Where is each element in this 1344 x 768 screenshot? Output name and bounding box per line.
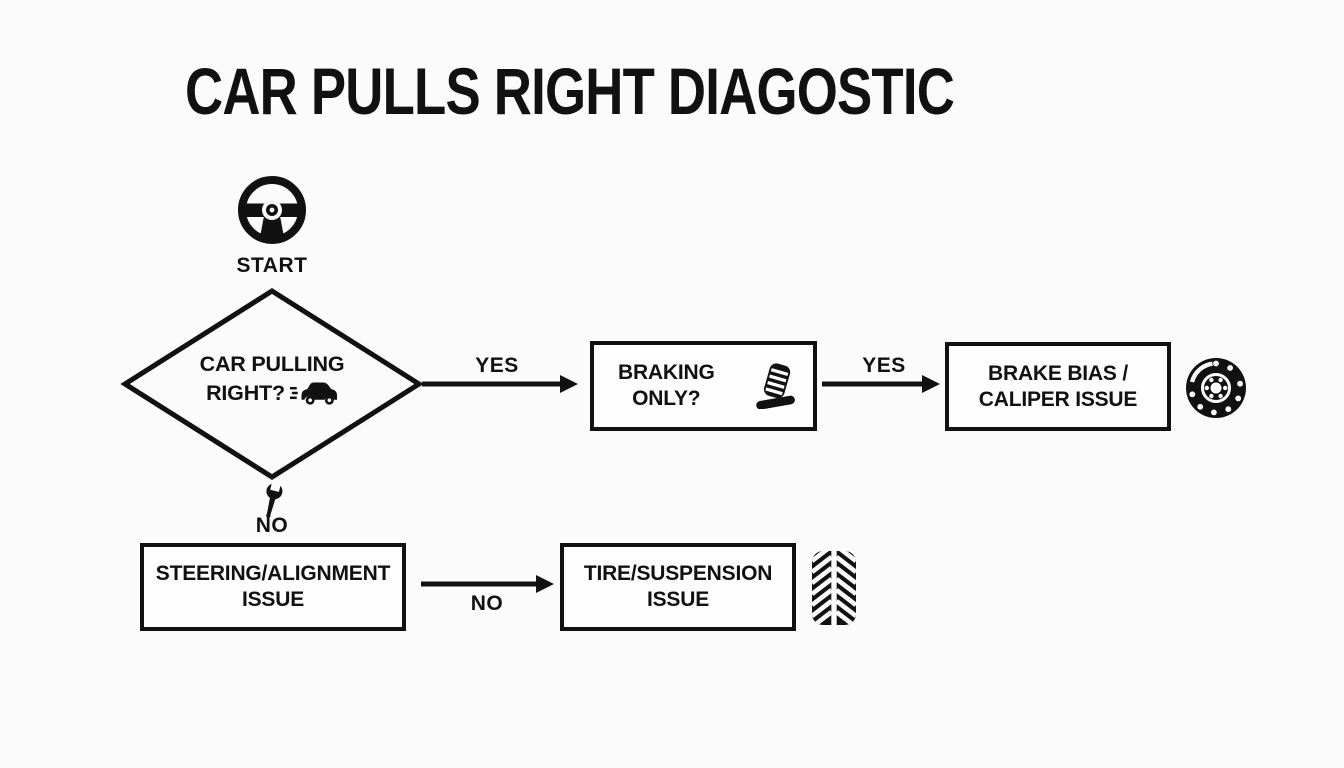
edge-label-no-2: NO [470, 592, 504, 615]
tire-tread-icon [810, 550, 858, 626]
braking-line1: BRAKING [618, 361, 715, 384]
decision-node: CAR PULLING RIGHT? [172, 351, 372, 408]
bias-line2: CALIPER ISSUE [978, 387, 1138, 411]
decision-line2: RIGHT? [206, 381, 285, 405]
steering-line1: STEERING/ALIGNMENT [155, 562, 391, 585]
start-label: START [236, 254, 308, 277]
arrowhead-decision-to-braking [560, 375, 578, 393]
edge-label-yes-2: YES [862, 354, 906, 377]
braking-line2: ONLY? [632, 387, 701, 410]
page-title: CAR PULLS RIGHT DIAGOSTIC [185, 54, 955, 128]
edge-label-yes-1: YES [475, 354, 519, 377]
tire-line2: ISSUE [646, 588, 710, 611]
brake-disc-icon [1183, 355, 1249, 421]
tire-line1: TIRE/SUSPENSION [583, 562, 773, 585]
steering-line2: ISSUE [241, 588, 305, 611]
arrowhead-steering-to-tire [536, 575, 554, 593]
arrowhead-braking-to-bias [922, 375, 940, 393]
tire-suspension-node: TIRE/SUSPENSION ISSUE [560, 543, 796, 631]
braking-only-node: BRAKING ONLY? [590, 341, 817, 431]
decision-line1: CAR PULLING [199, 352, 345, 376]
wrench-icon [252, 481, 292, 521]
steering-wheel-icon [236, 173, 308, 247]
car-icon [289, 378, 338, 408]
steering-alignment-node: STEERING/ALIGNMENT ISSUE [140, 543, 406, 631]
brake-pedal-icon [755, 363, 797, 409]
edge-label-no-1: NO [255, 514, 289, 537]
bias-line1: BRAKE BIAS / [988, 361, 1128, 385]
brake-bias-node: BRAKE BIAS / CALIPER ISSUE [945, 342, 1171, 431]
